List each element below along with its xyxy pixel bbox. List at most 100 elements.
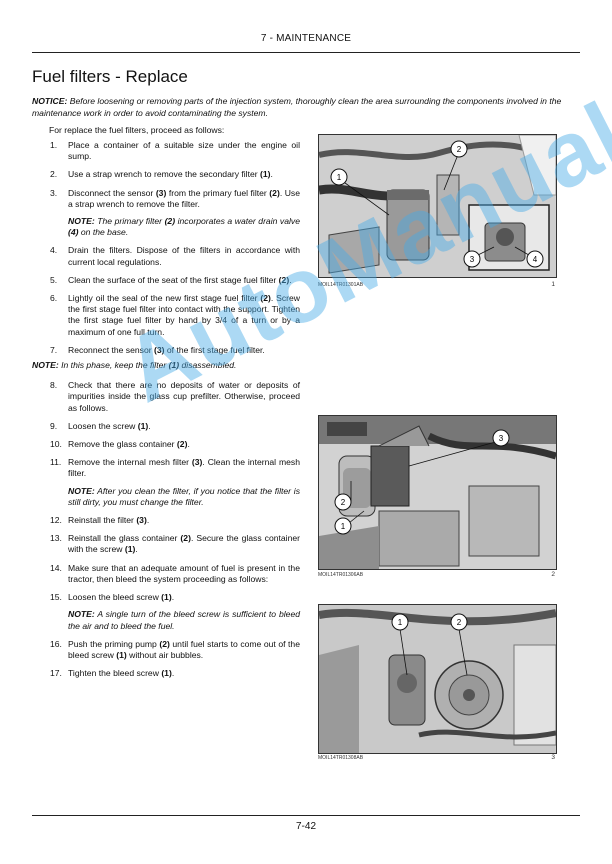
callout-ref: (2) <box>180 533 191 544</box>
note-text: disassembled. <box>179 360 237 371</box>
figure-1-photo: 1 2 3 4 <box>318 134 557 278</box>
step-text: Check that there are no deposits of wate… <box>68 380 300 413</box>
step-text: Reinstall the filter <box>68 515 137 526</box>
callout-ref: (4) <box>68 227 79 238</box>
page-number: 7-42 <box>295 821 316 832</box>
note-label: NOTE: <box>32 360 59 371</box>
step-1: 1. Place a container of a suitable size … <box>32 140 300 162</box>
step-text: . <box>171 668 175 679</box>
step-text: Disconnect the sensor <box>68 187 156 198</box>
step-text: . Use a strap wrench to remove the filte… <box>68 187 300 209</box>
callout-marker: 1 <box>330 168 348 186</box>
callout-ref: (2) <box>260 293 271 304</box>
step-6: 6. Lightly oil the seal of the new first… <box>32 293 300 338</box>
note-text: A single turn of the bleed screw is suff… <box>68 609 300 631</box>
step-16: 16. Push the priming pump (2) until fuel… <box>32 639 300 661</box>
procedure-steps: 1. Place a container of a suitable size … <box>32 140 300 686</box>
callout-label: 1 <box>337 173 342 182</box>
step-text: Loosen the bleed screw <box>68 592 162 603</box>
callout-ref: (1) <box>124 544 136 555</box>
step-12: 12. Reinstall the filter (3). <box>32 515 300 526</box>
step-number: 12. <box>50 515 62 526</box>
callout-ref: (1) <box>260 169 271 180</box>
step-text: Reinstall the glass container <box>68 533 181 544</box>
step-text: Lightly oil the seal of the new first st… <box>68 293 261 304</box>
callout-ref: (3) <box>191 457 203 468</box>
step-text: Drain the filters. Dispose of the filter… <box>68 245 300 267</box>
step-text: Place a container of a suitable size und… <box>68 140 300 162</box>
step-text: Reconnect the sensor <box>68 344 154 355</box>
step-text: Loosen the screw <box>68 420 138 431</box>
figure-1-illustration: 1 2 3 4 <box>319 135 556 277</box>
figure-number: 1 <box>551 281 555 288</box>
note-text: incorporates a water drain valve <box>175 216 300 227</box>
notice-text: Before loosening or removing parts of th… <box>32 96 562 118</box>
callout-ref: (2) <box>176 439 188 450</box>
step-7: 7. Reconnect the sensor (3) of the first… <box>32 345 300 356</box>
step-number: 4. <box>50 245 58 256</box>
callout-marker: 1 <box>334 517 352 535</box>
callout-ref: (1) <box>168 360 180 371</box>
running-header: 7 - MAINTENANCE <box>260 33 352 44</box>
callout-marker: 2 <box>450 140 468 158</box>
step-text: . Clean the internal mesh filter. <box>68 457 300 479</box>
callout-label: 4 <box>533 255 538 264</box>
note-label: NOTE: <box>68 485 95 496</box>
step-text: . <box>270 169 273 180</box>
callout-ref: (1) <box>161 592 172 603</box>
callout-ref: (2) <box>278 274 290 285</box>
callout-ref: (2) <box>269 187 280 198</box>
step-number: 9. <box>50 420 58 431</box>
step-note: NOTE: The primary filter (2) incorporate… <box>68 216 300 238</box>
step-number: 7. <box>50 344 58 355</box>
step-number: 8. <box>50 380 58 391</box>
step-15: 15. Loosen the bleed screw (1). NOTE: A … <box>32 592 300 632</box>
callout-ref: (2) <box>159 638 170 649</box>
callout-ref: (3) <box>155 187 167 198</box>
callout-ref: (2) <box>164 216 176 227</box>
step-14: 14. Make sure that an adequate amount of… <box>32 563 300 585</box>
footer-rule <box>32 815 580 816</box>
figure-3-photo: 1 2 <box>318 604 557 754</box>
step-8: 8. Check that there are no deposits of w… <box>32 380 300 414</box>
step-number: 2. <box>50 169 58 180</box>
step-text: Use a strap wrench to remove the seconda… <box>68 169 261 180</box>
callout-marker: 2 <box>450 613 468 631</box>
callout-label: 1 <box>398 618 403 627</box>
figure-code: MOIL14TR01301AB <box>318 282 364 288</box>
phase-note: NOTE: In this phase, keep the filter (1)… <box>32 360 300 371</box>
step-text: . <box>289 274 292 285</box>
step-4: 4. Drain the filters. Dispose of the fil… <box>32 245 300 267</box>
step-note: NOTE: A single turn of the bleed screw i… <box>68 609 300 631</box>
step-text: Push the priming pump <box>68 638 160 649</box>
step-text: from the primary fuel filter <box>166 187 270 198</box>
callout-ref: (3) <box>136 515 147 526</box>
step-text: . <box>148 420 151 431</box>
step-17: 17. Tighten the bleed screw (1). <box>32 668 300 679</box>
intro-text: For replace the fuel filters, proceed as… <box>49 125 225 135</box>
step-text: until fuel starts to come out of the ble… <box>68 638 300 660</box>
step-number: 1. <box>50 140 58 150</box>
step-text: Remove the internal mesh filter <box>68 457 192 468</box>
figure-number: 3 <box>551 754 555 761</box>
callout-label: 2 <box>457 145 462 154</box>
step-number: 14. <box>50 562 62 573</box>
step-13: 13. Reinstall the glass container (2). S… <box>32 533 300 555</box>
callout-label: 3 <box>499 434 504 443</box>
step-number: 10. <box>50 439 62 450</box>
note-text: In this phase, keep the filter <box>58 360 169 371</box>
callout-ref: (1) <box>137 420 149 431</box>
callout-marker: 1 <box>391 613 409 631</box>
callout-label: 3 <box>470 255 475 264</box>
figure-2-illustration: 1 2 3 <box>319 416 556 569</box>
step-11: 11. Remove the internal mesh filter (3).… <box>32 457 300 508</box>
note-text: on the base. <box>78 227 129 238</box>
page-title: Fuel filters - Replace <box>32 67 188 86</box>
step-number: 5. <box>50 274 58 285</box>
figure-1-caption: MOIL14TR01301AB 1 <box>318 281 555 288</box>
note-label: NOTE: <box>68 609 95 620</box>
callout-ref: (1) <box>161 668 172 679</box>
step-note: NOTE: After you clean the filter, if you… <box>68 486 300 508</box>
step-number: 15. <box>50 592 62 603</box>
